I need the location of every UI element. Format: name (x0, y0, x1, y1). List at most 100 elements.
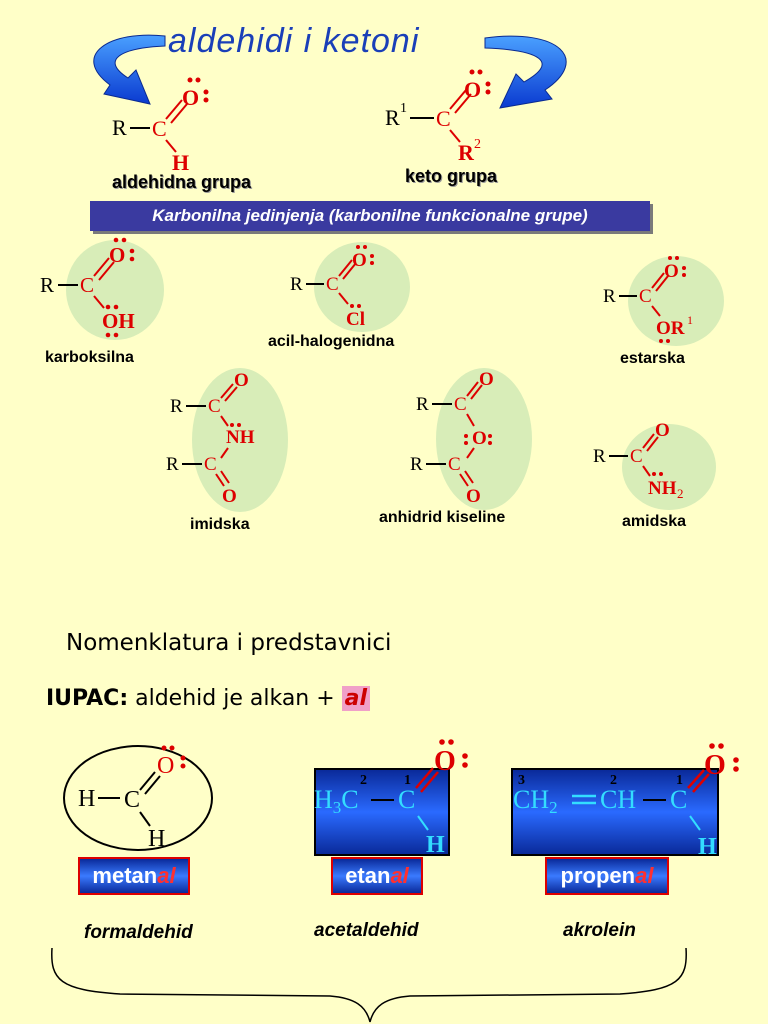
amide-label: amidska (622, 513, 687, 530)
svg-text:2: 2 (360, 773, 367, 788)
compound-stem: etan (345, 863, 391, 888)
svg-text:1: 1 (400, 101, 407, 116)
svg-text:O: O (466, 486, 481, 507)
svg-text:2: 2 (474, 137, 481, 152)
anhydride-highlight (436, 368, 532, 510)
carboxyl-highlight (66, 240, 164, 340)
compound-suffix: al (390, 863, 409, 888)
svg-text:O: O (109, 243, 125, 267)
iupac-label: IUPAC: (46, 686, 129, 711)
svg-text:1: 1 (676, 773, 683, 788)
svg-text:C: C (398, 785, 415, 814)
svg-text:2: 2 (610, 773, 617, 788)
acyl-halide-label: acil-halogenidna (268, 333, 395, 350)
svg-text:C: C (204, 454, 217, 475)
representative-structures: H C O H 2 1 H3C C O H 3 2 1 CH2 CH C (63, 739, 739, 860)
acetaldehyde-structure: 2 1 H3C C O H (314, 739, 468, 858)
aldehyde-group-label: aldehidna grupa (112, 172, 252, 192)
acyl-halide-highlight (314, 242, 410, 332)
svg-text:Cl: Cl (346, 309, 365, 330)
svg-text:C: C (639, 286, 652, 307)
svg-text:OH: OH (102, 309, 135, 333)
svg-text:R: R (40, 273, 54, 297)
acrolein-structure: 3 2 1 CH2 CH C O H (513, 743, 739, 860)
trivial-name-acetaldehyde: acetaldehid (314, 920, 419, 941)
page-title: aldehidi i ketoni (168, 22, 420, 60)
carbonyl-banner: Karbonilna jedinjenja (karbonilne funkci… (90, 201, 650, 231)
curved-arrow-left-icon (93, 34, 166, 105)
header-structures: R C O H R 1 C O R 2 (93, 34, 567, 175)
svg-text:H: H (78, 786, 95, 812)
svg-text:OR: OR (656, 318, 685, 339)
svg-text:C: C (448, 454, 461, 475)
svg-text:R: R (458, 140, 475, 165)
name-box-metanal: metanal (78, 857, 190, 895)
iupac-rule: IUPAC: aldehid je alkan + al (46, 686, 371, 711)
imide-label: imidska (190, 516, 250, 533)
name-box-propenal: propenal (545, 857, 669, 895)
acyl-halide-structure: R C O Cl (290, 245, 374, 330)
svg-text:C: C (326, 274, 339, 295)
amide-structure: R C O NH 2 (593, 420, 684, 501)
svg-text:NH: NH (226, 427, 255, 448)
ester-label: estarska (620, 350, 685, 367)
anhydride-label: anhidrid kiseline (379, 509, 506, 526)
svg-text:CH: CH (600, 785, 636, 814)
svg-text:O: O (655, 420, 670, 441)
anhydride-structure: R C O O R C O (410, 369, 494, 507)
svg-text:O: O (222, 486, 237, 507)
curly-brace-icon (51, 947, 687, 1023)
svg-text:H: H (148, 826, 165, 852)
compound-suffix: al (157, 863, 176, 888)
compound-stem: metan (92, 863, 158, 888)
trivial-name-acrolein: akrolein (563, 920, 636, 941)
svg-text:R: R (166, 454, 179, 475)
keto-group-label: keto grupa (405, 166, 498, 186)
svg-text:C: C (436, 106, 451, 131)
carboxyl-label: karboksilna (45, 349, 134, 366)
curved-arrow-right-icon (484, 35, 567, 109)
iupac-rule-text: aldehid je alkan + (135, 686, 335, 711)
svg-text:H: H (698, 834, 717, 860)
compound-suffix: al (635, 863, 654, 888)
svg-text:C: C (454, 394, 467, 415)
compound-stem: propen (560, 863, 636, 888)
svg-text:NH: NH (648, 478, 677, 499)
svg-text:O: O (664, 261, 679, 282)
ester-structure: R C O OR 1 (603, 256, 693, 343)
imide-structure: R C O NH R C O (166, 370, 255, 507)
svg-text:O: O (234, 370, 249, 391)
svg-text:R: R (290, 274, 303, 295)
svg-text:H: H (426, 832, 445, 858)
svg-text:H: H (172, 150, 189, 175)
svg-text:O: O (352, 250, 367, 271)
svg-text:O: O (479, 369, 494, 390)
formaldehyde-structure: H C O H (63, 745, 213, 852)
acrolein-box (511, 768, 719, 856)
ketone-structure: R 1 C O R 2 (385, 69, 491, 165)
svg-text:R: R (112, 115, 127, 140)
svg-text:O: O (472, 428, 487, 449)
aldehyde-structure: R C O H (112, 77, 209, 175)
svg-text:1: 1 (404, 773, 411, 788)
svg-text:O: O (157, 753, 174, 779)
iupac-suffix: al (341, 686, 371, 711)
svg-text:H3C: H3C (314, 785, 359, 817)
svg-text:3: 3 (518, 773, 525, 788)
imide-highlight (192, 368, 288, 512)
amide-highlight (622, 424, 716, 510)
svg-text:C: C (630, 446, 643, 467)
svg-text:R: R (416, 394, 429, 415)
svg-text:1: 1 (687, 313, 693, 327)
trivial-name-formaldehyde: formaldehid (84, 922, 193, 943)
svg-text:2: 2 (677, 486, 684, 501)
svg-text:R: R (385, 105, 400, 130)
ester-highlight (628, 256, 724, 346)
svg-text:C: C (208, 396, 221, 417)
svg-text:C: C (124, 787, 140, 813)
svg-text:C: C (80, 273, 94, 297)
svg-text:O: O (704, 750, 726, 781)
nomenclature-heading: Nomenklatura i predstavnici (66, 630, 392, 656)
svg-text:C: C (152, 116, 167, 141)
carboxyl-structure: R C O OH (40, 237, 135, 338)
